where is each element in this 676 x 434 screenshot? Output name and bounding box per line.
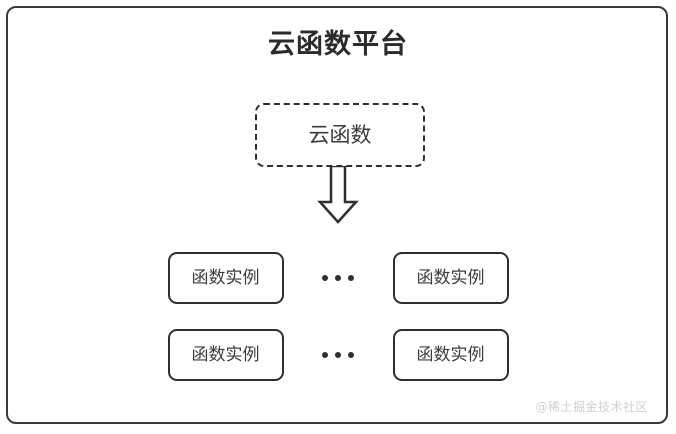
function-instance-label: 函数实例	[416, 267, 485, 288]
cloud-function-node: 云函数	[255, 103, 425, 167]
function-instance-label: 函数实例	[416, 344, 485, 365]
function-instance-box: 函数实例	[167, 329, 284, 381]
ellipsis-dot	[335, 352, 341, 358]
instance-row: 函数实例 函数实例	[0, 329, 676, 381]
ellipsis-dot	[335, 275, 341, 281]
ellipsis-icon	[284, 329, 393, 381]
watermark: @稀土掘金技术社区	[535, 400, 648, 414]
cloud-function-label: 云函数	[308, 122, 372, 147]
function-instance-label: 函数实例	[191, 267, 260, 288]
ellipsis-dot	[322, 352, 328, 358]
ellipsis-dot	[322, 275, 328, 281]
instance-row: 函数实例 函数实例	[0, 252, 676, 304]
function-instance-box: 函数实例	[392, 252, 509, 304]
function-instance-label: 函数实例	[191, 344, 260, 365]
down-arrow-icon	[316, 164, 360, 226]
function-instance-box: 函数实例	[167, 252, 284, 304]
function-instance-box: 函数实例	[392, 329, 509, 381]
ellipsis-icon	[284, 252, 393, 304]
ellipsis-dot	[348, 275, 354, 281]
page-title: 云函数平台	[268, 29, 408, 60]
ellipsis-dot	[348, 352, 354, 358]
